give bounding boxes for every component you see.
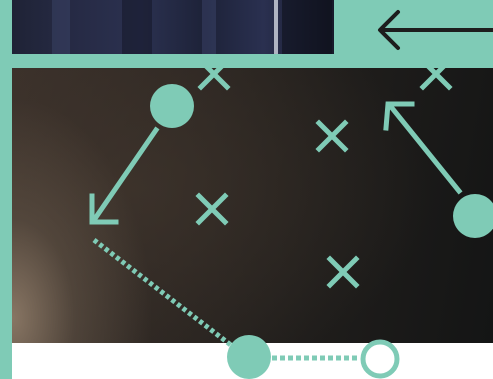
- x-mark-icon: [201, 61, 227, 87]
- pass-arrow-left: [92, 130, 156, 222]
- x-mark-icon: [319, 123, 345, 149]
- player-circle-icon: [227, 335, 271, 379]
- x-mark-icon: [423, 61, 449, 87]
- pass-arrow-right: [386, 104, 459, 191]
- x-mark-icon: [199, 196, 225, 222]
- x-mark-icon: [330, 259, 356, 285]
- dotted-route: [94, 240, 236, 349]
- player-circle-icon: [453, 194, 493, 238]
- open-circle-icon: [363, 342, 397, 376]
- player-circle-icon: [150, 84, 194, 128]
- left-arrow-icon: [380, 12, 493, 48]
